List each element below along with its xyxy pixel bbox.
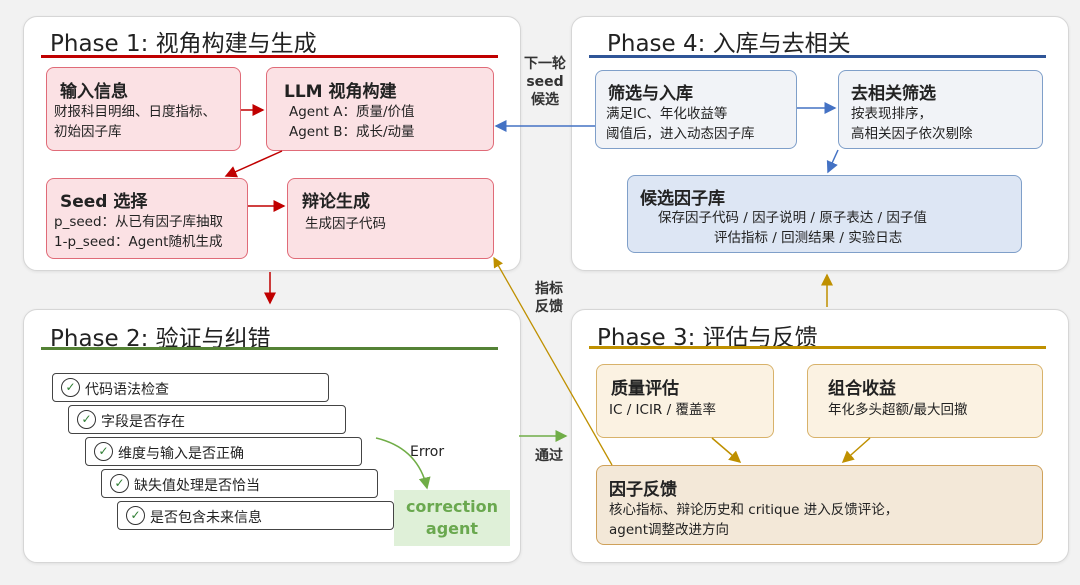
factor-feedback-box: 因子反馈 核心指标、辩论历史和 critique 进入反馈评论， agent调整… (596, 465, 1043, 545)
factor-feedback-line-2: agent调整改进方向 (609, 522, 729, 538)
arrow-quality-to-feedback (711, 437, 742, 463)
correction-agent-line-2: agent (425, 519, 479, 538)
llm-agent-a: Agent A：质量/价值 (289, 104, 415, 120)
llm-perspective-box: LLM 视角构建 Agent A：质量/价值 Agent B：成长/动量 (266, 67, 494, 151)
debate-generate-line-1: 生成因子代码 (305, 216, 386, 232)
correction-agent-box: correction agent (394, 490, 510, 546)
phase1-title: Phase 1: 视角构建与生成 (50, 31, 317, 57)
llm-perspective-title: LLM 视角构建 (284, 82, 397, 102)
metric-feedback-line-2: 反馈 (535, 299, 563, 315)
check-item-future-info: ✓ 是否包含未来信息 (117, 501, 394, 530)
quality-eval-line-1: IC / ICIR / 覆盖率 (609, 402, 716, 418)
candidate-library-box: 候选因子库 保存因子代码 / 因子说明 / 原子表达 / 因子值 评估指标 / … (627, 175, 1022, 253)
arrow-combo-to-feedback (841, 437, 871, 463)
debate-generate-title: 辩论生成 (302, 192, 370, 212)
quality-eval-title: 质量评估 (611, 379, 679, 399)
phase1-title-underline (41, 55, 498, 58)
portfolio-return-line-1: 年化多头超额/最大回撤 (828, 402, 968, 418)
input-info-title: 输入信息 (60, 82, 128, 102)
arrow-decor-to-candidate (826, 149, 839, 174)
check-icon: ✓ (126, 506, 145, 525)
check-item-label: 代码语法检查 (85, 382, 169, 398)
check-item-label: 字段是否存在 (101, 414, 185, 430)
error-label: Error (410, 444, 445, 460)
input-info-box: 输入信息 财报科目明细、日度指标、 初始因子库 (46, 67, 241, 151)
seed-select-box: Seed 选择 p_seed：从已有因子库抽取 1-p_seed：Agent随机… (46, 178, 248, 259)
seed-next-round-label: 下一轮 seed 候选 (520, 55, 570, 109)
phase3-title-underline (589, 346, 1046, 349)
decorrelation-line-2: 高相关因子依次剔除 (851, 126, 973, 142)
quality-eval-box: 质量评估 IC / ICIR / 覆盖率 (596, 364, 774, 438)
candidate-library-line-1: 保存因子代码 / 因子说明 / 原子表达 / 因子值 (658, 210, 927, 226)
candidate-library-line-2: 评估指标 / 回测结果 / 实验日志 (714, 230, 903, 246)
candidate-library-title: 候选因子库 (640, 189, 725, 209)
metric-feedback-line-1: 指标 (535, 281, 563, 297)
factor-feedback-title: 因子反馈 (609, 480, 677, 500)
check-icon: ✓ (110, 474, 129, 493)
llm-agent-b: Agent B：成长/动量 (289, 124, 415, 140)
phase4-title-underline (589, 55, 1046, 58)
check-item-dimension: ✓ 维度与输入是否正确 (85, 437, 362, 466)
check-icon: ✓ (77, 410, 96, 429)
seed-select-line-2: 1-p_seed：Agent随机生成 (54, 234, 223, 250)
portfolio-return-box: 组合收益 年化多头超额/最大回撤 (807, 364, 1043, 438)
seed-next-line-2: seed (526, 74, 564, 90)
filter-store-line-1: 满足IC、年化收益等 (606, 106, 728, 122)
decorrelation-line-1: 按表现排序， (851, 106, 932, 122)
filter-store-line-2: 阈值后，进入动态因子库 (606, 126, 755, 142)
filter-store-box: 筛选与入库 满足IC、年化收益等 阈值后，进入动态因子库 (595, 70, 797, 149)
seed-select-line-1: p_seed：从已有因子库抽取 (54, 214, 224, 230)
arrow-llm-to-seed (224, 150, 283, 178)
seed-select-title: Seed 选择 (60, 192, 148, 212)
pass-label: 通过 (535, 448, 563, 464)
input-info-line-1: 财报科目明细、日度指标、 (54, 104, 216, 120)
debate-generate-box: 辩论生成 生成因子代码 (287, 178, 494, 259)
correction-agent-line-1: correction (405, 497, 499, 516)
filter-store-title: 筛选与入库 (608, 84, 693, 104)
phase2-title-underline (41, 347, 498, 350)
arrow-error-to-correction (375, 437, 431, 490)
check-item-label: 维度与输入是否正确 (118, 446, 244, 462)
check-item-syntax: ✓ 代码语法检查 (52, 373, 329, 402)
metric-feedback-label: 指标 反馈 (524, 280, 574, 316)
factor-feedback-line-1: 核心指标、辩论历史和 critique 进入反馈评论， (609, 502, 899, 518)
input-info-line-2: 初始因子库 (54, 124, 122, 140)
arrow-feedback-to-debate (493, 256, 613, 466)
seed-next-line-3: 候选 (531, 92, 559, 108)
seed-next-line-1: 下一轮 (524, 56, 566, 72)
check-item-label: 缺失值处理是否恰当 (134, 478, 260, 494)
portfolio-return-title: 组合收益 (828, 379, 896, 399)
decorrelation-box: 去相关筛选 按表现排序， 高相关因子依次剔除 (838, 70, 1043, 149)
check-item-label: 是否包含未来信息 (150, 510, 262, 526)
decorrelation-title: 去相关筛选 (851, 84, 936, 104)
phase4-title: Phase 4: 入库与去相关 (607, 31, 851, 57)
check-icon: ✓ (61, 378, 80, 397)
check-item-field-exists: ✓ 字段是否存在 (68, 405, 346, 434)
check-icon: ✓ (94, 442, 113, 461)
check-item-missing-values: ✓ 缺失值处理是否恰当 (101, 469, 378, 498)
